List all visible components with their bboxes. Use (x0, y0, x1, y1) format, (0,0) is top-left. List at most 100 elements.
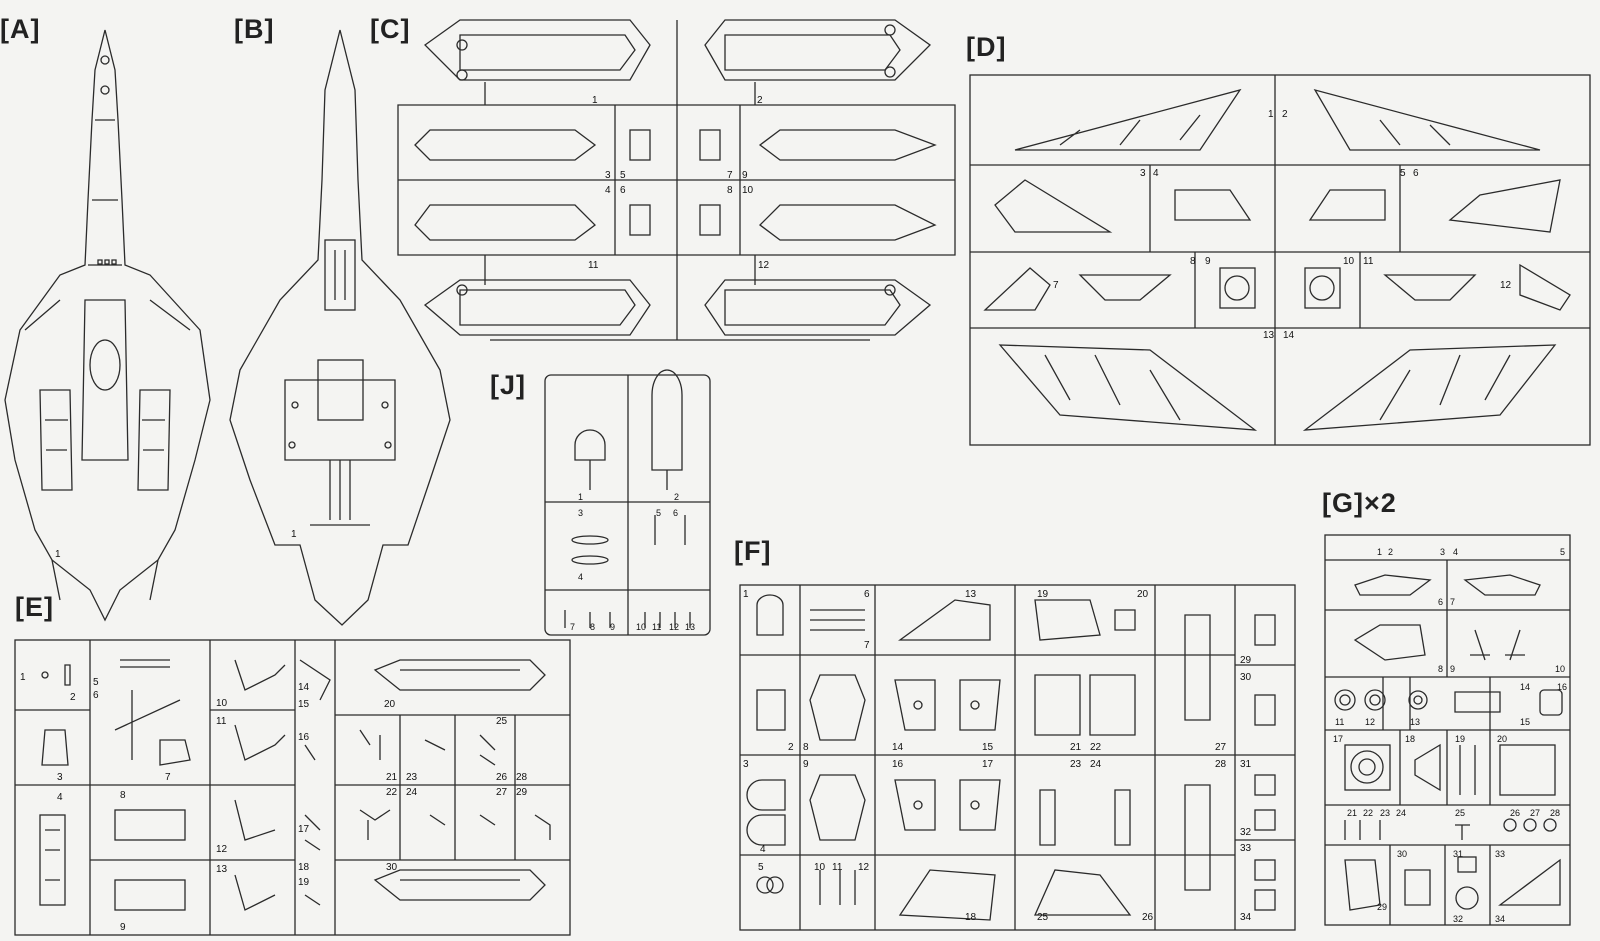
svg-text:9: 9 (610, 622, 615, 632)
svg-text:4: 4 (57, 792, 63, 803)
svg-text:7: 7 (1053, 280, 1059, 291)
sprue-c-labels: 1 2 3 4 5 6 7 8 9 10 11 12 (588, 95, 770, 271)
svg-text:24: 24 (406, 787, 418, 798)
svg-text:1: 1 (1377, 547, 1382, 557)
svg-text:32: 32 (1240, 827, 1252, 838)
svg-text:3: 3 (605, 170, 611, 181)
svg-text:1: 1 (1268, 109, 1274, 120)
svg-text:21: 21 (386, 772, 398, 783)
svg-text:22: 22 (386, 787, 398, 798)
svg-text:4: 4 (605, 185, 611, 196)
svg-text:6: 6 (864, 589, 870, 600)
svg-text:26: 26 (1142, 912, 1154, 923)
svg-text:8: 8 (727, 185, 733, 196)
svg-text:5: 5 (620, 170, 626, 181)
svg-text:17: 17 (298, 824, 310, 835)
svg-text:12: 12 (669, 622, 679, 632)
svg-text:27: 27 (1215, 742, 1227, 753)
svg-text:25: 25 (1037, 912, 1049, 923)
svg-text:3: 3 (1140, 168, 1146, 179)
svg-text:11: 11 (832, 862, 843, 873)
svg-text:7: 7 (165, 772, 171, 783)
svg-text:20: 20 (1137, 589, 1149, 600)
svg-text:6: 6 (673, 508, 678, 518)
svg-text:9: 9 (1450, 664, 1455, 674)
svg-text:24: 24 (1396, 808, 1406, 818)
svg-text:28: 28 (516, 772, 528, 783)
svg-text:7: 7 (864, 640, 870, 651)
svg-text:21: 21 (1070, 742, 1082, 753)
svg-text:28: 28 (1215, 759, 1227, 770)
sprue-g-labels: 1 2 3 4 5 6 7 8 9 10 11 12 13 14 15 16 1… (1333, 547, 1567, 924)
svg-text:29: 29 (1240, 655, 1252, 666)
sprue-j-frame (544, 374, 711, 636)
svg-text:18: 18 (965, 912, 977, 923)
svg-text:1: 1 (578, 492, 583, 502)
svg-text:30: 30 (1397, 849, 1407, 859)
sprue-title-b: [B] (234, 14, 275, 44)
svg-text:27: 27 (496, 787, 508, 798)
sprue-title-a: [A] (0, 14, 41, 44)
svg-text:1: 1 (743, 589, 749, 600)
svg-text:24: 24 (1090, 759, 1102, 770)
svg-text:18: 18 (298, 862, 310, 873)
svg-text:30: 30 (386, 862, 398, 873)
svg-text:27: 27 (1530, 808, 1540, 818)
svg-text:11: 11 (652, 622, 661, 632)
sprue-title-d: [D] (966, 32, 1007, 62)
sprue-title-j: [J] (490, 370, 526, 400)
sprue-e-frame (14, 640, 570, 935)
svg-text:13: 13 (685, 622, 695, 632)
svg-text:12: 12 (758, 260, 770, 271)
svg-text:14: 14 (1520, 682, 1530, 692)
svg-text:13: 13 (1410, 717, 1420, 727)
svg-text:12: 12 (216, 844, 228, 855)
svg-text:3: 3 (743, 759, 749, 770)
svg-text:14: 14 (298, 682, 310, 693)
svg-text:11: 11 (216, 716, 227, 727)
svg-text:12: 12 (1365, 717, 1375, 727)
svg-text:2: 2 (757, 95, 763, 106)
svg-text:16: 16 (892, 759, 904, 770)
svg-text:12: 12 (858, 862, 870, 873)
svg-text:14: 14 (1283, 330, 1295, 341)
svg-text:34: 34 (1240, 912, 1252, 923)
svg-text:3: 3 (1440, 547, 1445, 557)
svg-text:11: 11 (1335, 717, 1344, 727)
svg-text:10: 10 (1555, 664, 1565, 674)
sprue-g-parts (1334, 574, 1563, 911)
svg-text:13: 13 (1263, 330, 1275, 341)
sprue-e-parts (39, 659, 551, 911)
sprue-c-parts (414, 19, 937, 336)
sprue-f-frame (739, 584, 1296, 931)
svg-text:3: 3 (578, 508, 583, 518)
svg-text:15: 15 (298, 699, 310, 710)
svg-text:2: 2 (70, 692, 76, 703)
svg-text:22: 22 (1363, 808, 1373, 818)
svg-text:6: 6 (1438, 597, 1443, 607)
svg-text:30: 30 (1240, 672, 1252, 683)
svg-text:18: 18 (1405, 734, 1415, 744)
sprue-j-parts (564, 369, 691, 628)
svg-text:1: 1 (20, 672, 26, 683)
svg-text:13: 13 (965, 589, 977, 600)
svg-text:17: 17 (1333, 734, 1343, 744)
svg-text:16: 16 (1557, 682, 1567, 692)
svg-text:21: 21 (1347, 808, 1357, 818)
svg-text:28: 28 (1550, 808, 1560, 818)
svg-text:11: 11 (588, 260, 599, 271)
svg-text:20: 20 (384, 699, 396, 710)
svg-text:32: 32 (1453, 914, 1463, 924)
svg-text:15: 15 (1520, 717, 1530, 727)
part-b-label: 1 (291, 529, 297, 540)
svg-text:11: 11 (1363, 256, 1374, 267)
svg-text:31: 31 (1240, 759, 1252, 770)
svg-text:10: 10 (814, 862, 826, 873)
svg-text:26: 26 (1510, 808, 1520, 818)
svg-text:4: 4 (1453, 547, 1458, 557)
svg-text:15: 15 (982, 742, 994, 753)
sprue-j-labels: 1 2 3 4 5 6 7 8 9 10 11 12 13 (570, 492, 695, 632)
sprue-f-parts (746, 594, 1276, 921)
svg-text:5: 5 (1560, 547, 1565, 557)
